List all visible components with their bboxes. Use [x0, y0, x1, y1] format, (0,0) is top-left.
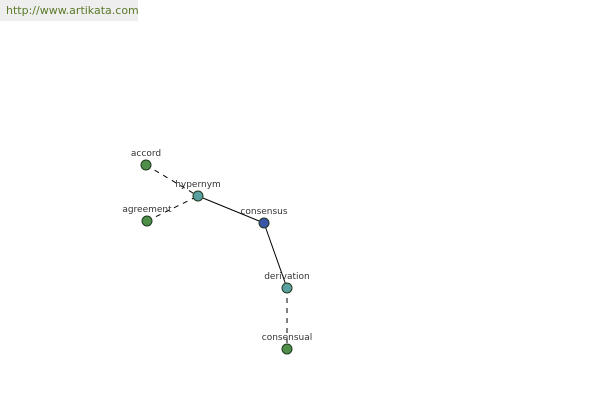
node-label-derivation[interactable]: derivation	[264, 272, 310, 282]
node-label-agreement[interactable]: agreement	[122, 205, 172, 215]
node-consensus[interactable]	[258, 217, 270, 229]
graph-labels: accord hypernym agreement consensus derivati…	[122, 149, 312, 343]
graph-nodes	[140, 159, 293, 355]
site-url-text[interactable]: http://www.artikata.com	[6, 4, 139, 17]
site-url-banner: http://www.artikata.com	[0, 0, 139, 21]
node-derivation[interactable]	[281, 282, 293, 294]
node-label-hypernym[interactable]: hypernym	[175, 180, 221, 190]
graph-edges	[145, 164, 288, 349]
node-label-consensus[interactable]: consensus	[240, 207, 287, 217]
node-label-consensual[interactable]: consensual	[262, 333, 313, 343]
node-agreement[interactable]	[141, 215, 153, 227]
edge-consensus-derivation	[263, 222, 288, 289]
node-accord[interactable]	[140, 159, 152, 171]
node-consensual[interactable]	[281, 343, 293, 355]
edge-hypernym-consensus	[197, 195, 265, 224]
node-hypernym[interactable]	[192, 190, 204, 202]
node-label-accord[interactable]: accord	[131, 149, 161, 159]
edge-accord-hypernym	[145, 164, 199, 197]
